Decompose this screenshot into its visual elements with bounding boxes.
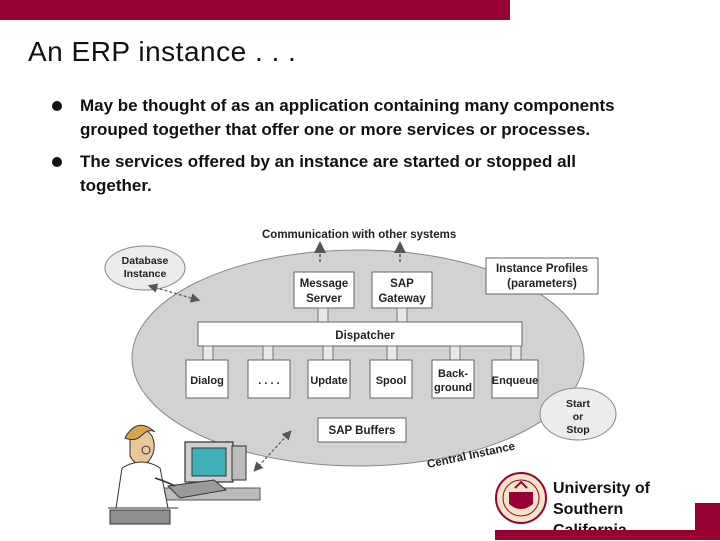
connector — [510, 345, 522, 361]
sap-buffers-label: SAP Buffers — [329, 425, 396, 437]
bullet-list: May be thought of as an application cont… — [52, 94, 652, 206]
connector — [317, 307, 329, 323]
university-name-line: Southern — [553, 501, 624, 518]
bullet-dot-icon — [52, 101, 62, 111]
university-name-line: University of — [553, 480, 650, 497]
connector — [262, 345, 274, 361]
connector — [202, 345, 214, 361]
start-stop-label: or — [573, 411, 584, 423]
bullet-dot-icon — [52, 157, 62, 167]
sap-gateway-label: Gateway — [378, 293, 426, 305]
sap-gateway-box — [371, 271, 433, 309]
work-process-box — [307, 359, 351, 399]
message-server-label: Server — [306, 293, 342, 305]
message-server-label: Message — [300, 278, 349, 290]
work-process-label: Back- — [438, 368, 468, 380]
work-process-label: Dialog — [190, 375, 224, 387]
instance-profiles-box — [485, 257, 599, 295]
user-at-computer-illustration — [108, 424, 261, 525]
work-process-box — [185, 359, 229, 399]
communication-label: Communication with other systems — [262, 229, 456, 241]
db-connection-arrow — [147, 283, 201, 303]
sap-gateway-label: SAP — [390, 278, 414, 290]
work-process-label: Update — [310, 375, 347, 387]
work-process-box — [431, 359, 475, 399]
connector — [396, 307, 408, 323]
work-process-box — [491, 359, 539, 399]
bottom-accent-bar — [695, 503, 720, 540]
central-instance-ellipse — [131, 249, 585, 467]
slide-title: An ERP instance . . . — [28, 36, 297, 67]
work-process-box — [369, 359, 413, 399]
start-stop-label: Start — [566, 398, 590, 410]
university-seal-icon — [495, 472, 547, 524]
dispatcher-label: Dispatcher — [335, 330, 395, 342]
bullet-text: May be thought of as an application cont… — [80, 96, 615, 139]
start-stop-node — [539, 387, 617, 441]
work-process-label: Spool — [376, 375, 407, 387]
instance-profiles-label: (parameters) — [507, 278, 577, 290]
bullet-item: The services offered by an instance are … — [52, 150, 652, 198]
dispatcher-box — [197, 321, 523, 347]
work-process-box — [247, 359, 291, 399]
connector — [322, 345, 334, 361]
user-connection-arrow — [253, 430, 292, 472]
bullet-text: The services offered by an instance are … — [80, 152, 577, 195]
bottom-accent-line — [495, 530, 720, 540]
bullet-item: May be thought of as an application cont… — [52, 94, 652, 142]
work-process-label: ground — [434, 382, 472, 394]
connector — [386, 345, 398, 361]
message-server-box — [293, 271, 355, 309]
database-instance-label: Instance — [124, 268, 167, 280]
connector — [449, 345, 461, 361]
instance-profiles-label: Instance Profiles — [496, 263, 588, 275]
top-accent-bar — [0, 0, 510, 20]
database-instance-node — [104, 245, 186, 291]
work-process-label: . . . . — [258, 375, 279, 387]
start-stop-label: Stop — [566, 424, 589, 436]
work-process-label: Enqueue — [492, 375, 538, 387]
database-instance-label: Database — [122, 255, 169, 267]
sap-buffers-box — [317, 417, 407, 443]
